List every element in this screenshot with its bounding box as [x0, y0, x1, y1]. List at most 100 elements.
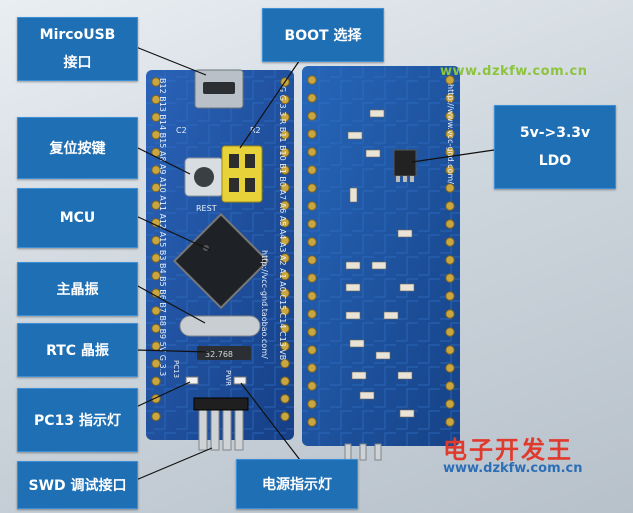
crystal-label: 主晶振	[17, 262, 138, 316]
pin-hole	[280, 306, 290, 316]
pin-hole	[445, 291, 455, 301]
front-board: 32.768 REST C2 R2 B12 B13 B14 B15 A8 A9 …	[146, 69, 294, 451]
usb-label-line2: 接口	[63, 55, 92, 71]
ldo-label: 5v->3.3v LDO	[494, 105, 616, 189]
pin-hole	[445, 129, 455, 139]
boot-label-text: BOOT 选择	[284, 28, 362, 44]
pin-hole	[445, 381, 455, 391]
r2-silk: R2	[250, 126, 261, 135]
pin-hole	[445, 201, 455, 211]
ldo-label-line2: LDO	[538, 153, 572, 169]
pin-hole	[307, 291, 317, 301]
pin-hole	[151, 112, 161, 122]
pin-hole	[280, 112, 290, 122]
pin-hole	[445, 165, 455, 175]
pin-hole	[445, 345, 455, 355]
pin-hole	[280, 358, 290, 369]
left-pin-silk: B12 B13 B14 B15 A8 A9 A10 A11 A12 A15 B3…	[158, 78, 167, 376]
swd-label-text: SWD 调试接口	[28, 478, 127, 494]
pin-hole	[307, 309, 317, 319]
power-led-label: 电源指示灯	[236, 459, 358, 509]
pin-hole	[151, 130, 161, 140]
pin-hole	[151, 270, 161, 281]
pin-hole	[445, 75, 455, 85]
pin-hole	[307, 129, 317, 139]
pin-hole	[445, 309, 455, 319]
back-board: http://www.vcc-gnd.com/	[302, 66, 460, 461]
pin-hole	[280, 94, 290, 105]
pin-hole	[445, 237, 455, 247]
pin-hole	[151, 253, 161, 263]
c2-silk: C2	[176, 126, 187, 135]
pin-hole	[445, 183, 455, 193]
pin-hole	[280, 411, 290, 422]
pin-hole	[445, 327, 455, 337]
back-url-silk: http://www.vcc-gnd.com/	[446, 84, 455, 184]
reset-silk: REST	[196, 204, 217, 213]
pin-hole	[280, 341, 290, 351]
pin-hole	[280, 130, 290, 140]
pin-hole	[280, 200, 290, 210]
pin-hole	[445, 111, 455, 121]
pin-hole	[280, 165, 290, 175]
pin-hole	[307, 273, 317, 283]
pin-hole	[280, 270, 290, 281]
pin-hole	[151, 411, 161, 422]
pin-hole	[307, 399, 317, 409]
pc13-silk: PC13	[172, 360, 180, 378]
pin-hole	[151, 94, 161, 105]
pin-hole	[307, 183, 317, 193]
rtc-crystal-text: 32.768	[205, 350, 233, 359]
pin-hole	[280, 288, 290, 298]
pin-hole	[151, 77, 161, 87]
usb-label: MircoUSB 接口	[17, 17, 138, 81]
pin-hole	[280, 253, 290, 263]
pin-hole	[151, 376, 161, 386]
crystal-label-text: 主晶振	[56, 282, 99, 298]
pin-hole	[307, 201, 317, 211]
ldo-label-line1: 5v->3.3v	[519, 125, 591, 141]
pin-hole	[307, 363, 317, 373]
pin-hole	[280, 394, 290, 404]
pin-hole	[307, 237, 317, 247]
pin-hole	[307, 219, 317, 229]
pin-hole	[445, 273, 455, 283]
pin-hole	[151, 165, 161, 175]
leader-lines	[135, 44, 495, 481]
reset-label-text: 复位按键	[49, 141, 106, 157]
pin-hole	[445, 399, 455, 409]
pin-hole	[307, 165, 317, 175]
swd-label: SWD 调试接口	[17, 461, 138, 509]
pin-hole	[151, 235, 161, 246]
right-pin-silk: G G 3.3 R B11 B10 B1 B0 A7 A6 A5 A4 A3 A…	[278, 86, 287, 360]
watermark-bottom-url: www.dzkfw.com.cn	[443, 461, 583, 476]
pin-hole	[445, 417, 455, 427]
pin-hole	[151, 323, 161, 334]
pin-hole	[280, 323, 290, 334]
pc13-label-text: PC13 指示灯	[34, 413, 121, 429]
boot-label: BOOT 选择	[262, 8, 384, 62]
pin-hole	[307, 147, 317, 157]
pin-hole	[307, 345, 317, 355]
pin-hole	[307, 381, 317, 391]
pin-hole	[280, 182, 290, 193]
mcu-label-text: MCU	[59, 210, 96, 226]
pin-hole	[280, 376, 290, 386]
pin-hole	[307, 255, 317, 265]
pin-hole	[307, 327, 317, 337]
pin-hole	[280, 218, 290, 228]
watermark-top-url: www.dzkfw.com.cn	[440, 64, 588, 79]
mcu-label: MCU	[17, 188, 138, 248]
pin-hole	[445, 363, 455, 373]
pin-hole	[307, 417, 317, 427]
pin-hole	[151, 306, 161, 316]
power-led-label-text: 电源指示灯	[262, 477, 332, 493]
pin-hole	[307, 111, 317, 121]
pin-hole	[151, 182, 161, 193]
watermark-brand: 电子开发王	[443, 435, 573, 464]
pin-hole	[151, 358, 161, 369]
pc13-label: PC13 指示灯	[17, 388, 138, 452]
taobao-url-silk: http://vcc-gnd.taobao.com/	[260, 250, 269, 359]
